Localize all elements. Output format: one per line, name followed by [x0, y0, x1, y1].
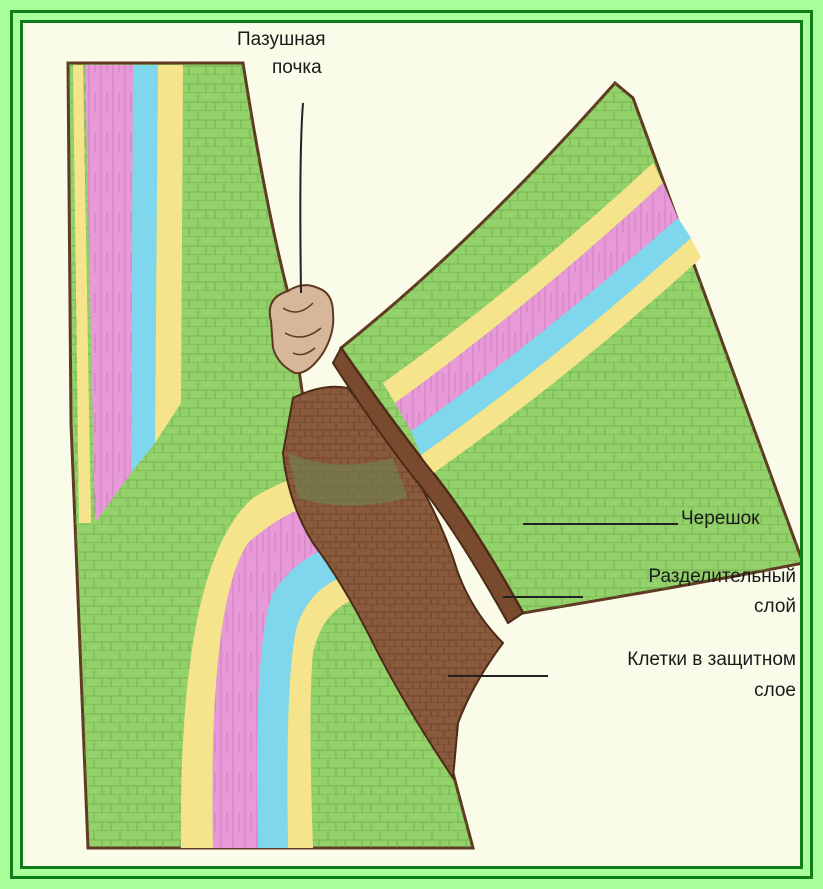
stem-phloem-right [155, 65, 183, 443]
diagram-canvas [20, 20, 803, 869]
stem-cambium [131, 65, 158, 473]
label-axillary-bud-line2: почка [272, 56, 322, 80]
label-separation-layer-line2: слой [584, 595, 796, 619]
axillary-bud [270, 285, 334, 373]
leaf-abscission-illustration [23, 23, 800, 866]
bud-leader-line [300, 103, 303, 293]
label-protective-cells-line2: слое [550, 679, 796, 703]
label-separation-layer-line1: Разделительный [584, 565, 796, 589]
label-protective-cells-line1: Клетки в защитном [550, 648, 796, 672]
label-axillary-bud-line1: Пазушная [237, 28, 326, 52]
label-petiole: Черешок [681, 507, 760, 531]
